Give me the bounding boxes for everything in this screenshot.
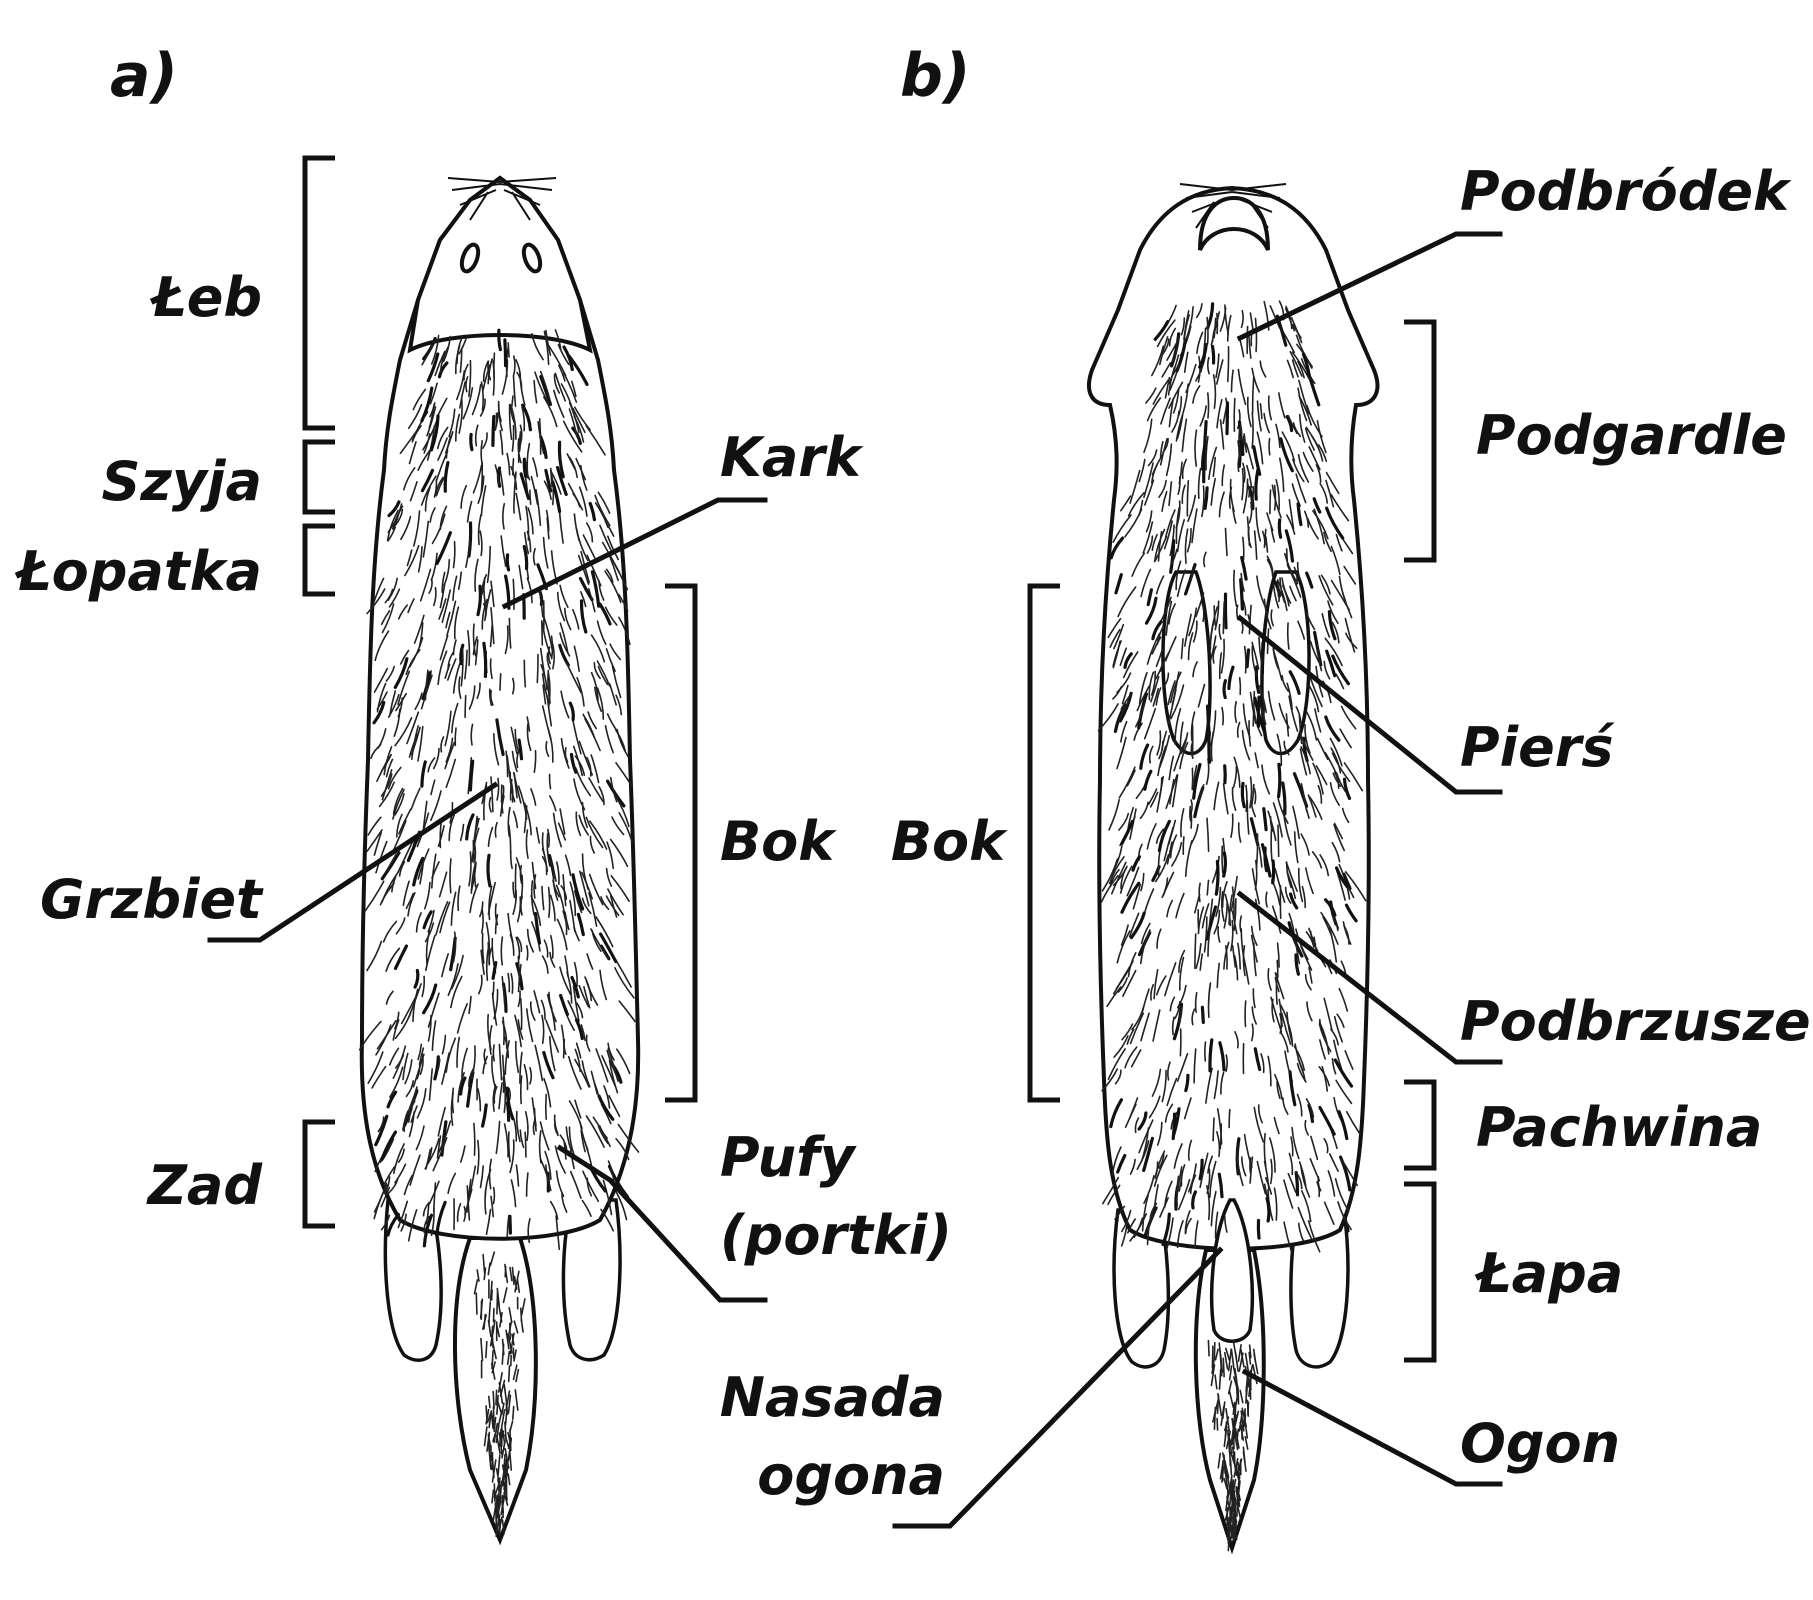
bracket-pachwina bbox=[1404, 1079, 1437, 1171]
label-podbrodek: Podbródek bbox=[1460, 160, 1792, 223]
leader-ogon bbox=[1241, 1368, 1503, 1487]
leader-piers bbox=[1236, 614, 1503, 795]
label-pachwina: Pachwina bbox=[1476, 1096, 1762, 1159]
leader-pufy bbox=[556, 1144, 768, 1303]
bracket-lapa bbox=[1404, 1181, 1437, 1363]
label-leb: Łeb bbox=[149, 266, 262, 329]
label-bok-b: Bok bbox=[891, 810, 1008, 873]
panel-label-b: b) bbox=[900, 41, 970, 111]
label-kark: Kark bbox=[720, 426, 864, 489]
label-szyja: Szyja bbox=[102, 450, 262, 513]
bracket-leb bbox=[302, 155, 335, 431]
label-portki: (portki) bbox=[720, 1204, 952, 1267]
panel-label-a: a) bbox=[110, 41, 178, 111]
leader-grzbiet bbox=[207, 781, 499, 943]
leader-kark bbox=[501, 497, 768, 610]
label-ogon: Ogon bbox=[1460, 1412, 1620, 1475]
leader-podbrzusze bbox=[1236, 890, 1503, 1065]
pelt-dorsal-figure bbox=[358, 175, 641, 1546]
label-pufy: Pufy bbox=[720, 1126, 858, 1189]
bracket-bok-b bbox=[1027, 583, 1060, 1103]
label-grzbiet: Grzbiet bbox=[40, 868, 264, 931]
bracket-zad bbox=[302, 1119, 335, 1229]
label-podgardle: Podgardle bbox=[1476, 404, 1787, 467]
label-bok-a: Bok bbox=[720, 810, 837, 873]
leader-podbrodek bbox=[1236, 231, 1503, 342]
label-lopatka: Łopatka bbox=[14, 540, 262, 603]
label-ogona: ogona bbox=[757, 1444, 945, 1507]
label-piers: Pierś bbox=[1460, 716, 1615, 779]
bracket-szyja bbox=[302, 439, 335, 515]
label-podbrzusze: Podbrzusze bbox=[1460, 990, 1811, 1053]
bracket-bok-a bbox=[665, 583, 698, 1103]
leader-nasada-ogona bbox=[892, 1246, 1224, 1529]
label-lapa: Łapa bbox=[1474, 1242, 1623, 1305]
label-zad: Zad bbox=[146, 1154, 264, 1217]
pelt-ventral-figure bbox=[1087, 183, 1380, 1555]
bracket-lopatka bbox=[302, 523, 335, 597]
bracket-podgardle bbox=[1404, 319, 1437, 563]
label-nasada: Nasada bbox=[720, 1366, 945, 1429]
